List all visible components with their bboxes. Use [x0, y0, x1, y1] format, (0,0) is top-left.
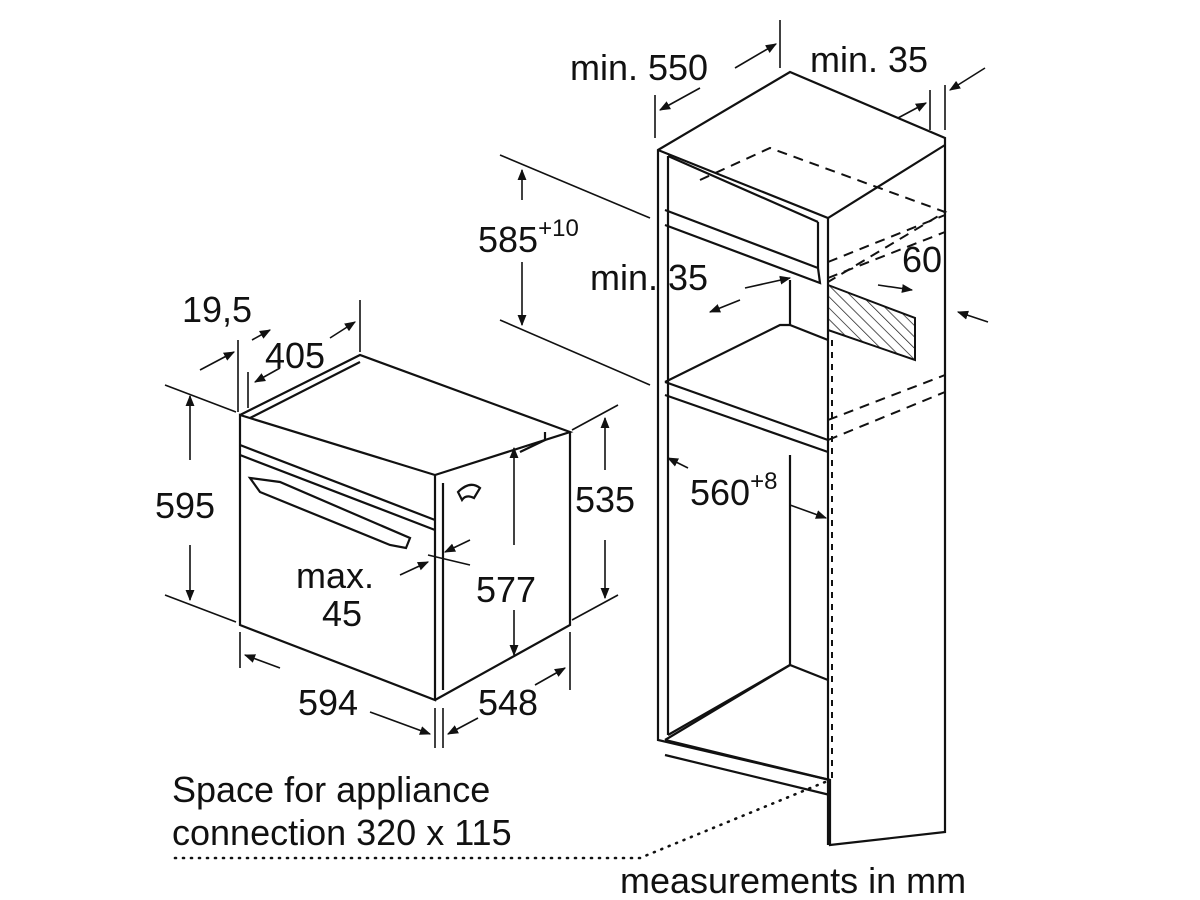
oven-front-depth-label: 19,5 — [182, 289, 252, 330]
niche-height-label: 585+10 — [478, 215, 579, 260]
oven-width-label: 594 — [298, 682, 358, 723]
oven-top-depth-label: 405 — [265, 335, 325, 376]
oven-depth-label: 548 — [478, 682, 538, 723]
dimension-lines — [164, 20, 989, 860]
handle-max-label: max. — [296, 555, 374, 596]
connection-note-line2: connection 320 x 115 — [172, 812, 512, 853]
niche-depth-min-label: min. 550 — [570, 47, 708, 88]
oven-body-height-label: 535 — [575, 479, 635, 520]
units-note: measurements in mm — [620, 860, 966, 900]
oven-drawing — [238, 353, 574, 702]
oven-inner-height-label: 577 — [476, 569, 536, 610]
niche-side-gap-min-label: min. 35 — [810, 39, 928, 80]
handle-max-value: 45 — [322, 593, 362, 634]
shelf-gap-min-label: min. 35 — [590, 257, 708, 298]
connection-note-line1: Space for appliance — [172, 769, 490, 810]
oven-height-label: 595 — [155, 485, 215, 526]
cabinet-drawing — [656, 70, 948, 847]
shelf-vent-label: 60 — [902, 239, 942, 280]
niche-width-label: 560+8 — [690, 468, 777, 513]
hatched-vent-panel — [827, 283, 916, 362]
